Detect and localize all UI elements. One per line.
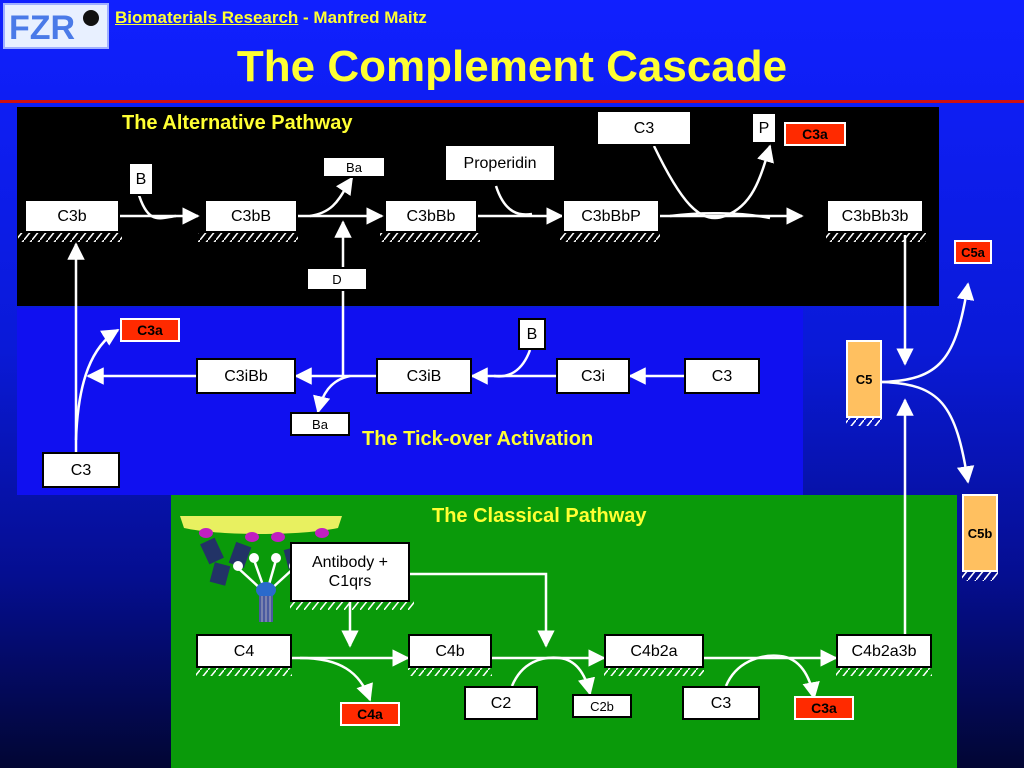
node-c3a-tick: C3a: [120, 318, 180, 342]
node-c4: C4: [196, 634, 292, 668]
node-c2: C2: [464, 686, 538, 720]
node-ba: Ba: [322, 156, 386, 178]
node-d: D: [306, 267, 368, 291]
node-b: B: [128, 162, 154, 196]
node-c4b2a3b: C4b2a3b: [836, 634, 932, 668]
node-c3i: C3i: [556, 358, 630, 394]
node-c5: C5: [846, 340, 882, 418]
node-b-tick: B: [518, 318, 546, 350]
page-title: The Complement Cascade: [236, 42, 788, 91]
node-c3b: C3b: [24, 199, 120, 233]
header-link[interactable]: Biomaterials Research: [115, 8, 299, 27]
alternative-pathway-heading: The Alternative Pathway: [122, 112, 353, 134]
node-c3-top: C3: [596, 110, 692, 146]
node-c3-classical: C3: [682, 686, 760, 720]
node-c3-left: C3: [42, 452, 120, 488]
header-divider: [0, 100, 1024, 103]
classical-pathway-heading: The Classical Pathway: [432, 505, 647, 527]
node-c4b: C4b: [408, 634, 492, 668]
node-c3bBbP: C3bBbP: [562, 199, 660, 233]
surface-hatches: [18, 233, 998, 676]
node-c3a-classical: C3a: [794, 696, 854, 720]
node-p: P: [751, 112, 777, 144]
node-properidin: Properidin: [444, 144, 556, 182]
node-c4a: C4a: [340, 702, 400, 726]
node-c5b: C5b: [962, 494, 998, 572]
node-c3a-top: C3a: [784, 122, 846, 146]
node-c3iB: C3iB: [376, 358, 472, 394]
node-ba-tick: Ba: [290, 412, 350, 436]
node-c3iBb: C3iBb: [196, 358, 296, 394]
node-c3bBb: C3bBb: [384, 199, 478, 233]
node-antibody-c1qrs: Antibody + C1qrs: [290, 542, 410, 602]
node-c4b2a: C4b2a: [604, 634, 704, 668]
classical-pathway-panel: [171, 495, 957, 768]
logo-text: FZR: [9, 9, 75, 47]
node-c5a: C5a: [954, 240, 992, 264]
tickover-heading: The Tick-over Activation: [362, 428, 594, 450]
node-c3bB: C3bB: [204, 199, 298, 233]
header-author: - Manfred Maitz: [298, 8, 427, 27]
node-c3bBb3b: C3bBb3b: [826, 199, 924, 233]
fzr-logo: FZR: [3, 3, 109, 49]
header-line: Biomaterials Research - Manfred Maitz: [115, 8, 427, 28]
node-c3-tick: C3: [684, 358, 760, 394]
node-c2b: C2b: [572, 694, 632, 718]
